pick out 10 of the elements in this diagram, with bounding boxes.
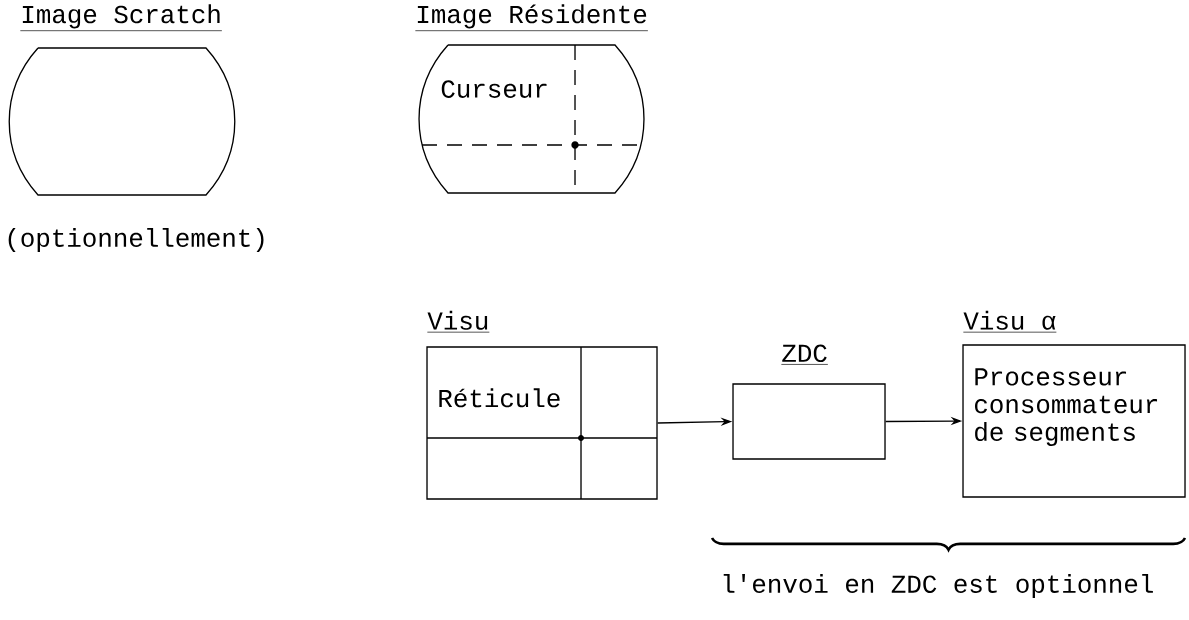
title: Image Résidente: [415, 4, 649, 32]
display-drawing: Réticule: [426, 346, 658, 500]
title: Image Scratch: [20, 4, 223, 32]
title: ZDC: [781, 344, 829, 365]
title: Visu α: [963, 310, 1057, 333]
note: l'envoi en ZDC est optionnel: [723, 573, 1153, 599]
note: (optionnellement): [8, 227, 264, 253]
title: Visu: [427, 310, 490, 333]
screen-drawing: Curseur: [418, 44, 645, 194]
process-box: Processeur consommateur de segments: [962, 344, 1186, 498]
